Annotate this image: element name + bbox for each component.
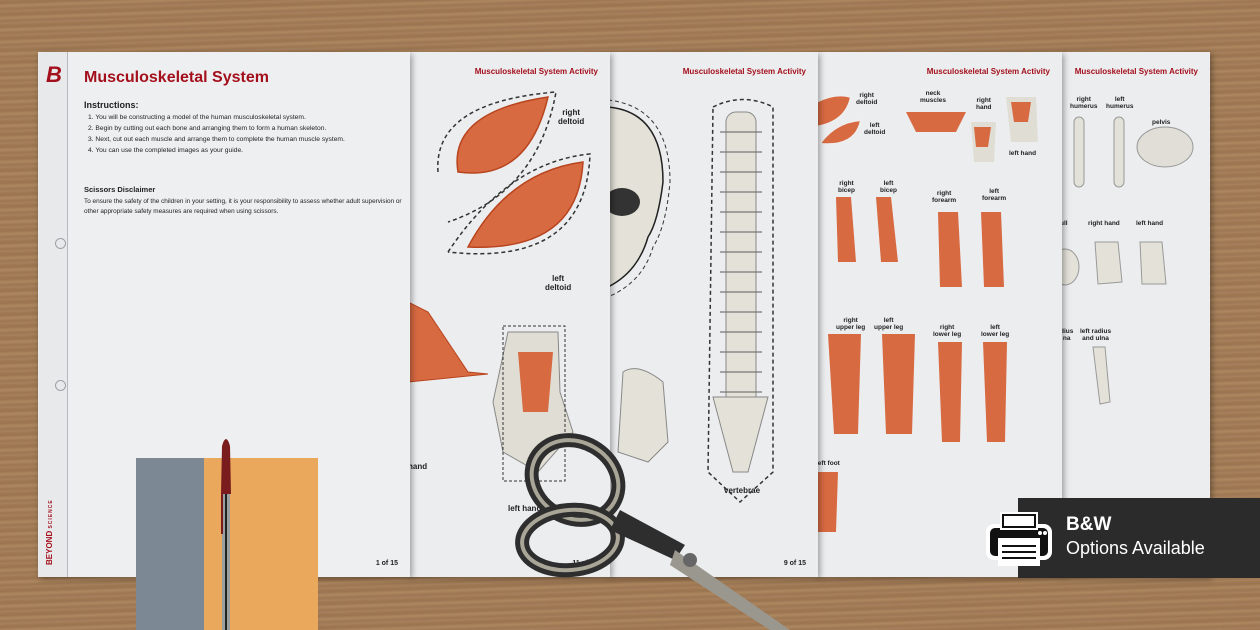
label-right-bicep: right bicep xyxy=(838,180,855,195)
label-right-lower-leg: right lower leg xyxy=(933,324,962,339)
label-skull: ull xyxy=(1060,220,1068,227)
label-left-upper-leg: left upper leg xyxy=(874,317,904,332)
badge-title: B&W xyxy=(1066,514,1112,535)
label-vertebrae: vertebrae xyxy=(724,486,761,495)
punch-hole xyxy=(55,380,66,391)
instruction-item: 1. You will be constructing a model of t… xyxy=(88,114,306,121)
instructions-heading: Instructions: xyxy=(84,100,139,110)
pen-icon xyxy=(221,439,231,630)
page-number: 1 of 15 xyxy=(375,560,398,567)
printer-icon xyxy=(986,512,1052,566)
instruction-item: 4. You can use the completed images as y… xyxy=(88,147,244,154)
label-left-deltoid: left deltoid xyxy=(864,122,886,137)
grey-folder xyxy=(136,458,204,630)
worksheet-page-muscle-set: Musculoskeletal System Activity right de… xyxy=(816,52,1062,577)
label-right-radius: dius na xyxy=(1060,328,1074,343)
muscle-set-illustration xyxy=(816,94,1038,532)
brand-wordmark: BEYOND SCIENCE xyxy=(45,475,54,565)
disclaimer-heading: Scissors Disclaimer xyxy=(84,185,156,194)
label-left-humerus: left humerus xyxy=(1106,96,1134,111)
scissors-icon xyxy=(515,433,790,630)
disclaimer-text: To ensure the safety of the children in … xyxy=(84,198,402,215)
instructions-list: 1. You will be constructing a model of t… xyxy=(88,114,345,158)
bone-set-illustration xyxy=(1060,116,1194,405)
badge-subtitle: Options Available xyxy=(1066,538,1205,558)
muscle-cutouts-illustration xyxy=(408,91,591,482)
label-right-forearm: right forearm xyxy=(932,190,957,205)
label-right-deltoid: right deltoid xyxy=(558,108,585,127)
page-margin: B BEYOND SCIENCE xyxy=(38,52,68,577)
label-left-bicep: left bicep xyxy=(880,180,897,195)
label-right-hand: right hand xyxy=(976,97,992,112)
worksheet-page-muscles: Musculoskeletal System Activity right de… xyxy=(408,52,610,577)
bw-options-badge: B&W Options Available xyxy=(1018,498,1260,578)
label-left-hand: left hand xyxy=(1136,220,1164,227)
page-header: Musculoskeletal System Activity xyxy=(474,67,598,76)
brand-sub: SCIENCE xyxy=(48,499,54,529)
punch-hole xyxy=(55,238,66,249)
label-pelvis: pelvis xyxy=(1152,119,1171,126)
label-hand: hand xyxy=(408,462,428,471)
skeleton-cutouts-illustration xyxy=(608,98,774,504)
instruction-item: 2. Begin by cutting out each bone and ar… xyxy=(88,125,327,132)
page-header: Musculoskeletal System Activity xyxy=(926,67,1050,76)
worksheet-page-bones: Musculoskeletal System Activity right hu… xyxy=(1060,52,1210,577)
page-title: Musculoskeletal System xyxy=(84,69,269,86)
worksheet-page-skeleton: Musculoskeletal System Activity vertebra… xyxy=(608,52,818,577)
page-header: Musculoskeletal System Activity xyxy=(682,67,806,76)
label-right-deltoid: right deltoid xyxy=(856,92,878,107)
label-right-hand: right hand xyxy=(1088,220,1120,227)
label-left-lower-leg: left lower leg xyxy=(981,324,1010,339)
label-left-foot: left foot xyxy=(816,460,840,467)
label-left-hand: left hand xyxy=(508,504,542,513)
brand-name: BEYOND xyxy=(45,530,54,565)
label-left-forearm: left forearm xyxy=(982,188,1007,203)
worksheet-page-cover: B BEYOND SCIENCE Musculoskeletal System … xyxy=(38,52,410,577)
label-left-hand: left hand xyxy=(1009,150,1037,157)
label-left-deltoid: left deltoid xyxy=(545,274,572,293)
label-right-humerus: right humerus xyxy=(1070,96,1098,111)
label-neck-muscles: neck muscles xyxy=(920,90,947,105)
brand-logo: B xyxy=(46,62,62,87)
page-number: 9 of 15 xyxy=(783,560,806,567)
label-right-upper-leg: right upper leg xyxy=(836,317,866,332)
label-left-radius: left radius and ulna xyxy=(1080,328,1112,343)
page-header: Musculoskeletal System Activity xyxy=(1074,67,1198,76)
instruction-item: 3. Next, cut out each muscle and arrange… xyxy=(88,136,345,143)
